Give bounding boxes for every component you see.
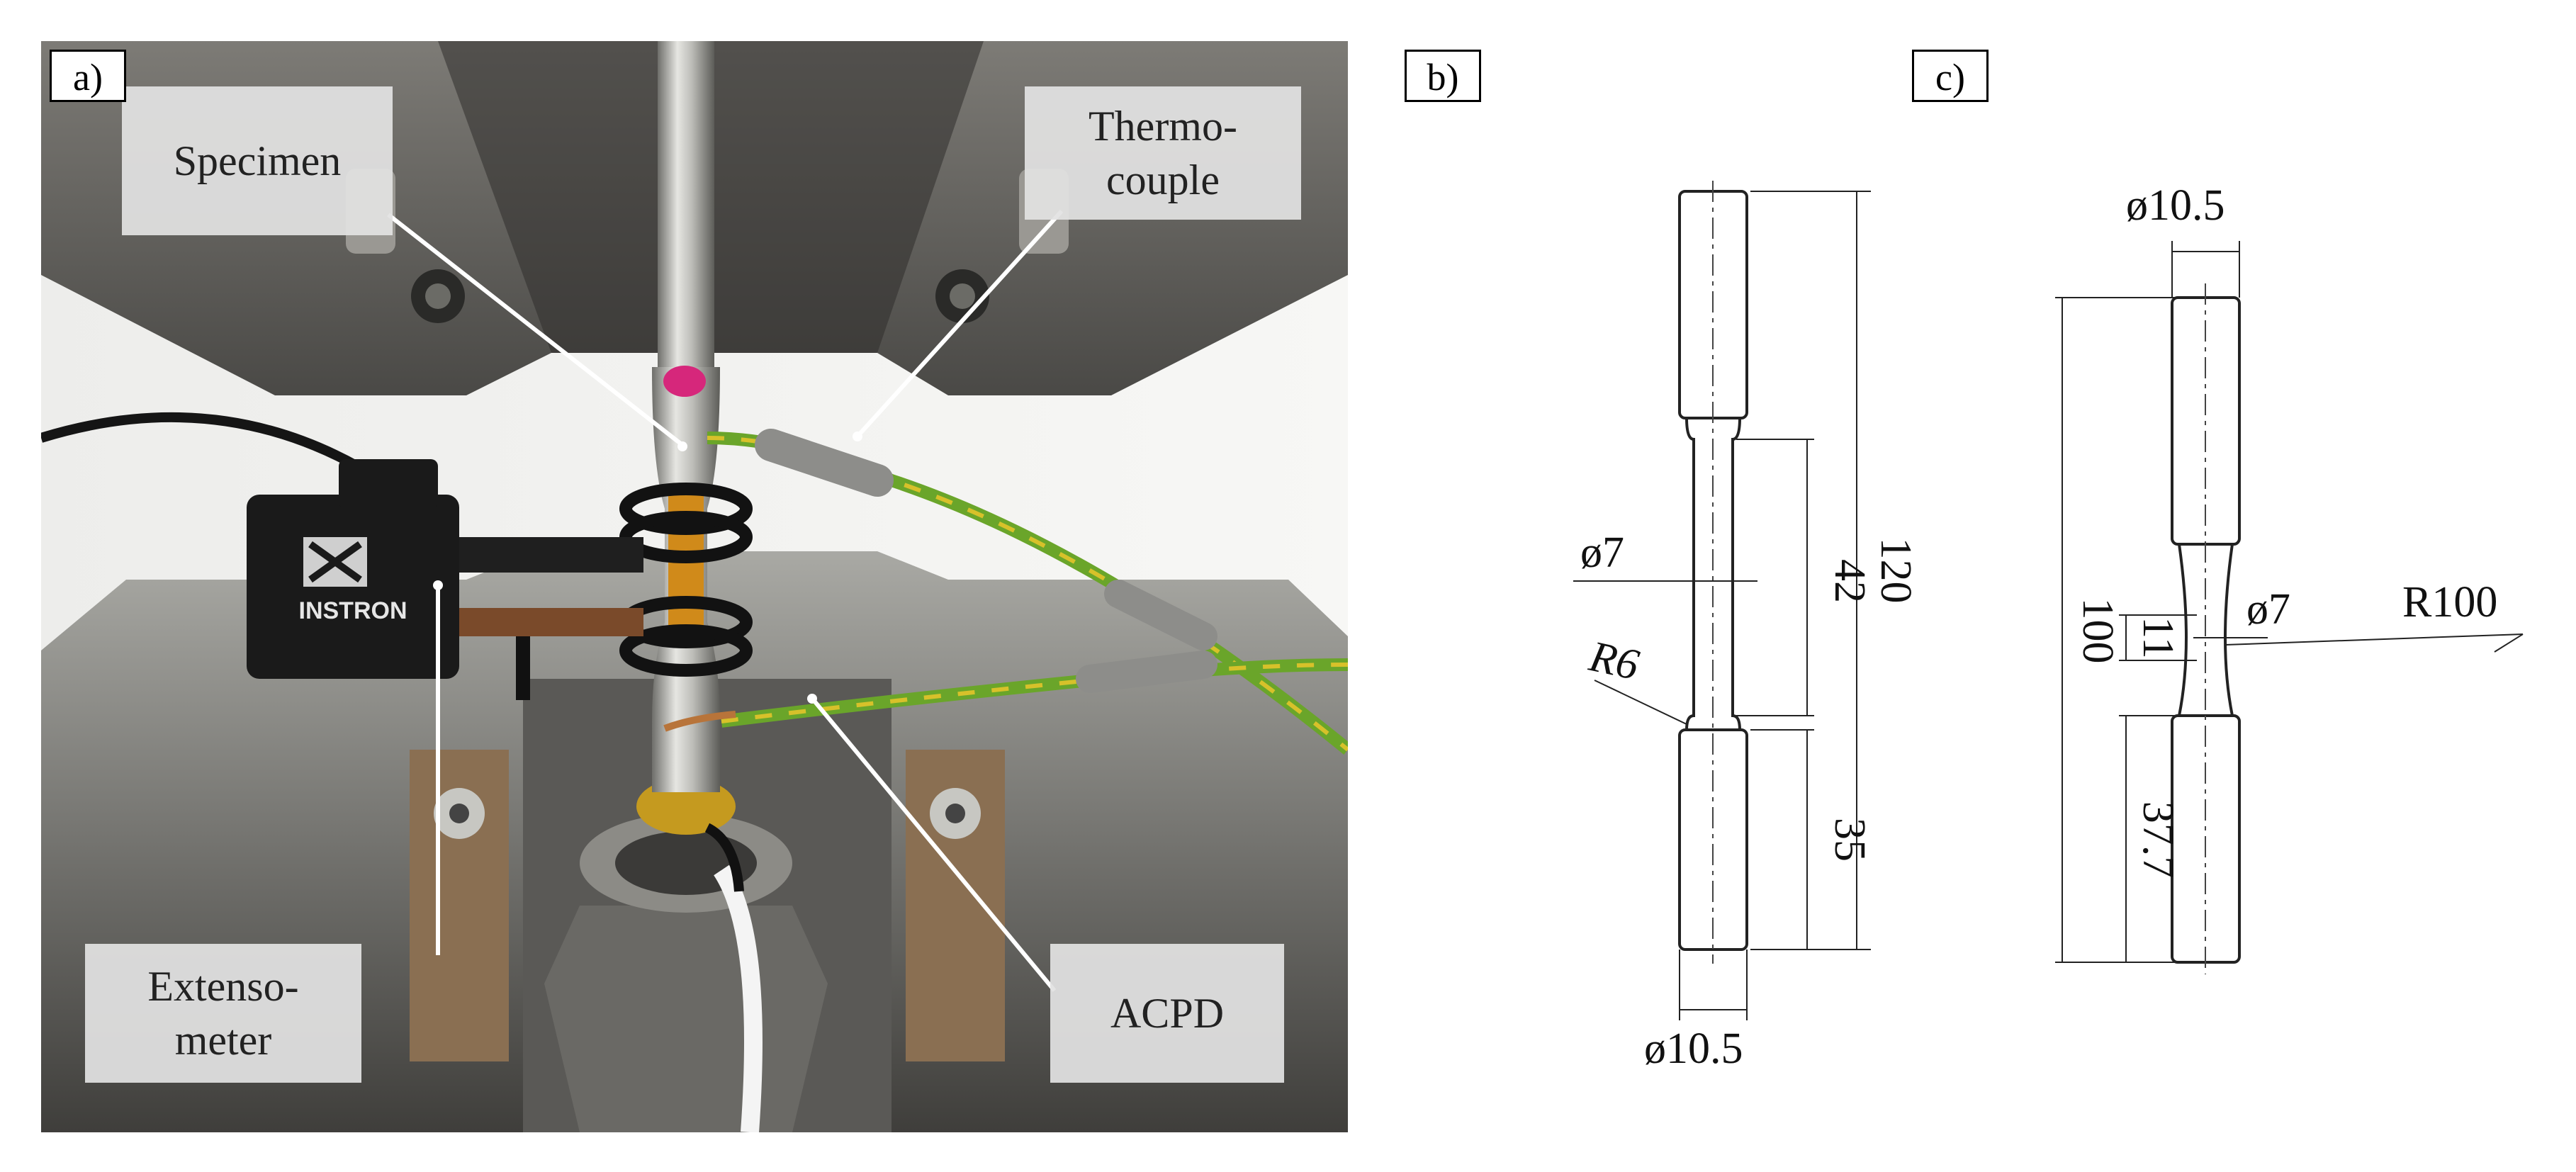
thermocouple-sleeve bbox=[755, 429, 894, 497]
extensometer-arm-upper bbox=[459, 537, 643, 573]
dim-b-total-length: 120 bbox=[1872, 538, 1920, 604]
dim-c-grip-length: 37.7 bbox=[2134, 801, 2182, 879]
dim-b-grip-diameter: ø10.5 bbox=[1644, 1025, 1743, 1073]
dim-c-total-length: 100 bbox=[2074, 598, 2122, 664]
extensometer-cable bbox=[41, 412, 384, 485]
acpd-sleeve bbox=[1076, 650, 1217, 693]
dim-c-profile-radius: R100 bbox=[2402, 578, 2497, 626]
extensometer-arm-lower bbox=[459, 608, 643, 636]
panel-a-label: a) bbox=[50, 50, 126, 102]
leader-thermocouple bbox=[854, 209, 1064, 440]
upper-pull-rod bbox=[658, 41, 714, 367]
instron-brand-text: INSTRON bbox=[299, 597, 407, 624]
dimension-lines-c bbox=[2055, 241, 2524, 963]
dimension-lines-b bbox=[1573, 191, 1871, 1020]
drawing-c: ø10.5 ø7 R100 100 11 37.7 bbox=[2055, 181, 2524, 974]
dim-c-gauge-length: 11 bbox=[2134, 616, 2182, 659]
panel-c-label: c) bbox=[1912, 50, 1989, 102]
callout-extensometer: Extenso- meter bbox=[85, 944, 361, 1083]
callout-leaders bbox=[387, 209, 1064, 992]
dim-b-gauge-length: 42 bbox=[1826, 559, 1874, 603]
dim-b-gauge-diameter: ø7 bbox=[1580, 529, 1624, 577]
callout-thermocouple: Thermo- couple bbox=[1025, 86, 1301, 220]
pink-marker bbox=[663, 366, 706, 397]
drawing-b: ø7 R6 42 120 35 ø10.5 bbox=[1573, 181, 1920, 1073]
leader-specimen bbox=[387, 213, 684, 447]
leader-acpd bbox=[811, 699, 1057, 992]
dim-b-grip-length: 35 bbox=[1826, 818, 1874, 862]
acpd-copper-lead bbox=[663, 711, 736, 732]
callout-acpd: ACPD bbox=[1050, 944, 1284, 1083]
white-cable bbox=[714, 864, 763, 1132]
callout-specimen: Specimen bbox=[122, 86, 393, 235]
panel-b-label: b) bbox=[1405, 50, 1481, 102]
dim-b-fillet-radius: R6 bbox=[1585, 632, 1643, 689]
lower-nut bbox=[544, 906, 828, 1132]
dim-c-gauge-diameter: ø7 bbox=[2246, 585, 2290, 633]
dim-c-grip-diameter: ø10.5 bbox=[2126, 181, 2225, 230]
